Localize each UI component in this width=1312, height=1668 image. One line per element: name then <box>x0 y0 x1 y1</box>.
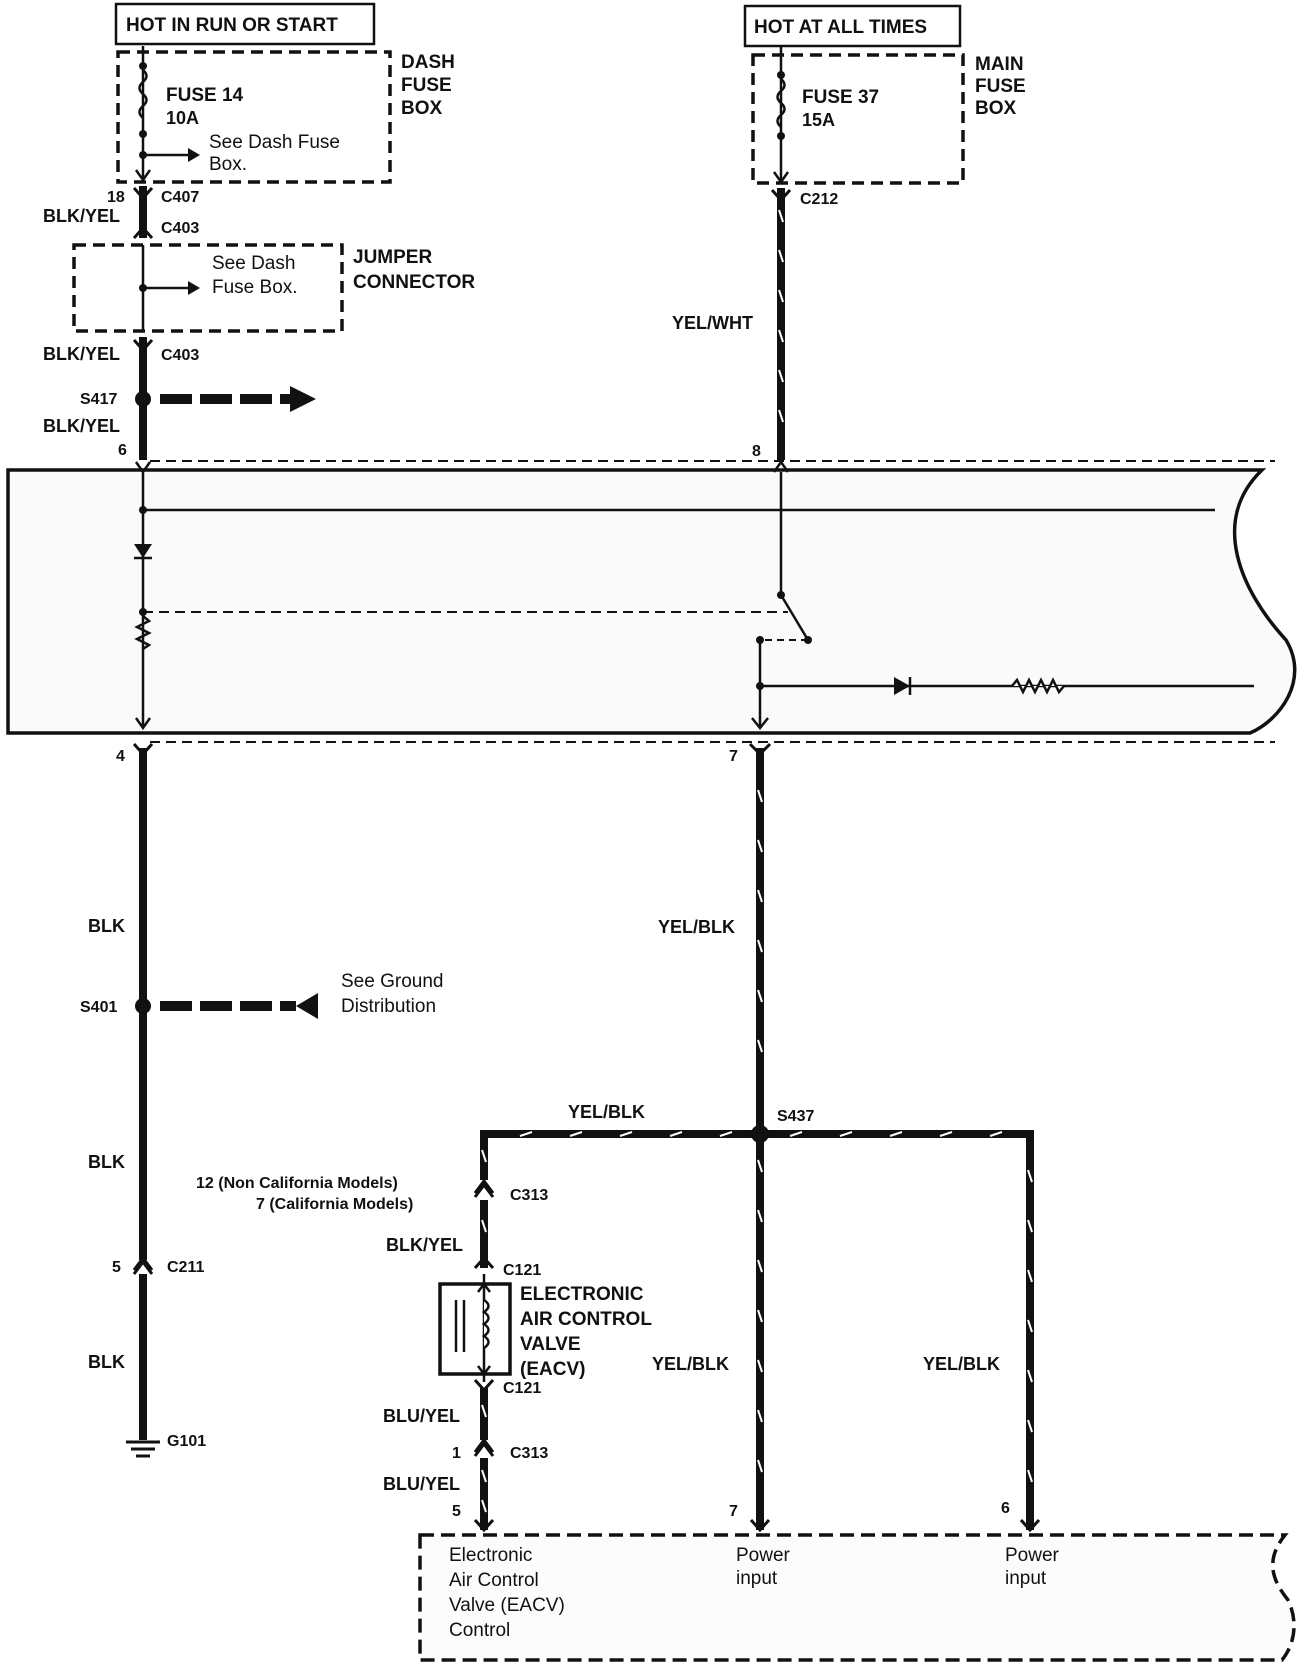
s417-splice <box>135 391 151 407</box>
dash-fuse-box-name-2: FUSE <box>401 75 452 96</box>
g101-label: G101 <box>167 1433 206 1450</box>
ecm-eacv-control-1: Electronic <box>449 1545 532 1566</box>
ecm-eacv-control-2: Air Control <box>449 1570 539 1591</box>
pin-4-label: 4 <box>116 748 125 765</box>
blk-wire-label-3: BLK <box>88 1352 125 1372</box>
relay-switch-blade <box>779 594 810 641</box>
jumper-name-1: JUMPER <box>353 247 432 268</box>
c313-pins-line-2: 7 (California Models) <box>256 1196 413 1213</box>
hot-in-run-start-label: HOT IN RUN OR START <box>126 15 338 36</box>
pin-6-top-label: 6 <box>118 442 127 459</box>
see-dash-fuse-1: See Dash Fuse <box>209 132 340 153</box>
ecm-lower-outline <box>418 1533 1296 1662</box>
c313-pin-1-label: 1 <box>452 1445 461 1462</box>
ecm-eacv-control-4: Control <box>449 1620 510 1641</box>
yel-wht-wire-label: YEL/WHT <box>672 313 753 333</box>
ground-see-1: See Ground <box>341 971 443 992</box>
see-arrow-icon-2 <box>188 281 200 295</box>
c313-bottom-label: C313 <box>510 1445 548 1462</box>
eacv-name-2: AIR CONTROL <box>520 1309 652 1330</box>
ecm-power-input-1a: Power <box>736 1545 791 1566</box>
blk-wire-label-2: BLK <box>88 1152 125 1172</box>
eacv-component <box>438 1282 512 1376</box>
eacv-coil-icon <box>481 1298 490 1350</box>
c403-bottom-label: C403 <box>161 347 199 364</box>
pin-5-bottom-label: 5 <box>452 1503 461 1520</box>
blk-yel-wire-label-3: BLK/YEL <box>43 416 120 436</box>
ecm-upper-outline <box>6 468 1297 735</box>
s437-splice <box>751 1125 769 1143</box>
s401-arrow-icon <box>296 993 318 1019</box>
c212-label: C212 <box>800 191 838 208</box>
main-fuse-box-name-2: FUSE <box>975 76 1026 97</box>
hot-at-all-times-box <box>743 4 962 48</box>
ground-icon <box>126 1440 160 1458</box>
fuse-14-label: FUSE 14 <box>166 85 244 106</box>
eacv-name-1: ELECTRONIC <box>520 1284 644 1305</box>
jumper-see-1: See Dash <box>212 253 295 274</box>
see-arrow-icon <box>188 148 200 162</box>
c211-label: C211 <box>167 1259 204 1276</box>
hot-in-run-start-box <box>114 2 376 46</box>
jumper-connector-outline <box>72 243 344 333</box>
c403-top-label: C403 <box>161 220 199 237</box>
ecm-eacv-control-3: Valve (EACV) <box>449 1595 565 1616</box>
pin-7-bottom-label: 7 <box>729 1503 738 1520</box>
blk-yel-wire-label-4: BLK/YEL <box>386 1235 463 1255</box>
fuse-37-symbol <box>776 78 786 128</box>
see-dash-fuse-2: Box. <box>209 154 247 175</box>
pin-18-label: 18 <box>107 189 125 206</box>
eacv-name-4: (EACV) <box>520 1359 585 1380</box>
blk-yel-wire-label-1: BLK/YEL <box>43 206 120 226</box>
s437-label: S437 <box>777 1108 814 1125</box>
resistor-icon <box>134 615 152 651</box>
s417-label: S417 <box>80 391 117 408</box>
blu-yel-wire-label-1: BLU/YEL <box>383 1406 460 1426</box>
s417-arrow-icon <box>290 386 316 412</box>
yel-blk-wire-label-4: YEL/BLK <box>923 1354 1000 1374</box>
ecm-power-input-2a: Power <box>1005 1545 1060 1566</box>
pin-6-bottom-label: 6 <box>1001 1500 1010 1517</box>
fuse-14-symbol <box>138 69 148 119</box>
diode-icon <box>134 544 152 558</box>
c121-top-label: C121 <box>503 1262 541 1279</box>
c407-label: C407 <box>161 189 199 206</box>
fuse-37-rating: 15A <box>802 110 835 130</box>
dash-fuse-box-name-3: BOX <box>401 98 443 119</box>
c121-bottom-label: C121 <box>503 1380 541 1397</box>
yel-blk-wire-label-3: YEL/BLK <box>652 1354 729 1374</box>
fuse-37-label: FUSE 37 <box>802 87 879 108</box>
main-fuse-box-outline <box>751 53 965 185</box>
ground-see-2: Distribution <box>341 996 436 1017</box>
hot-at-all-times-label: HOT AT ALL TIMES <box>754 17 927 38</box>
diode-icon-2 <box>894 677 910 695</box>
blk-wire-label-1: BLK <box>88 916 125 936</box>
ecm-power-input-2b: input <box>1005 1568 1047 1589</box>
pin-7-mid-label: 7 <box>729 748 738 765</box>
dash-fuse-box-outline <box>116 50 392 184</box>
eacv-name-3: VALVE <box>520 1334 581 1355</box>
yel-blk-wire-label-1: YEL/BLK <box>658 917 735 937</box>
main-fuse-box-name-3: BOX <box>975 98 1017 119</box>
pin-8-top-label: 8 <box>752 443 761 460</box>
blu-yel-wire-label-2: BLU/YEL <box>383 1474 460 1494</box>
resistor-icon-2 <box>1011 677 1065 695</box>
main-fuse-box-name-1: MAIN <box>975 54 1024 75</box>
s401-label: S401 <box>80 999 117 1016</box>
dash-fuse-box-name-1: DASH <box>401 52 455 73</box>
ecm-power-input-1b: input <box>736 1568 778 1589</box>
s401-splice <box>135 998 151 1014</box>
fuse-14-rating: 10A <box>166 108 199 128</box>
jumper-name-2: CONNECTOR <box>353 272 475 293</box>
c211-pin-label: 5 <box>112 1259 121 1276</box>
c313-pins-line-1: 12 (Non California Models) <box>196 1175 398 1192</box>
yel-blk-wire-label-2: YEL/BLK <box>568 1102 645 1122</box>
jumper-see-2: Fuse Box. <box>212 277 298 298</box>
blk-yel-wire-label-2: BLK/YEL <box>43 344 120 364</box>
c313-top-label: C313 <box>510 1187 548 1204</box>
